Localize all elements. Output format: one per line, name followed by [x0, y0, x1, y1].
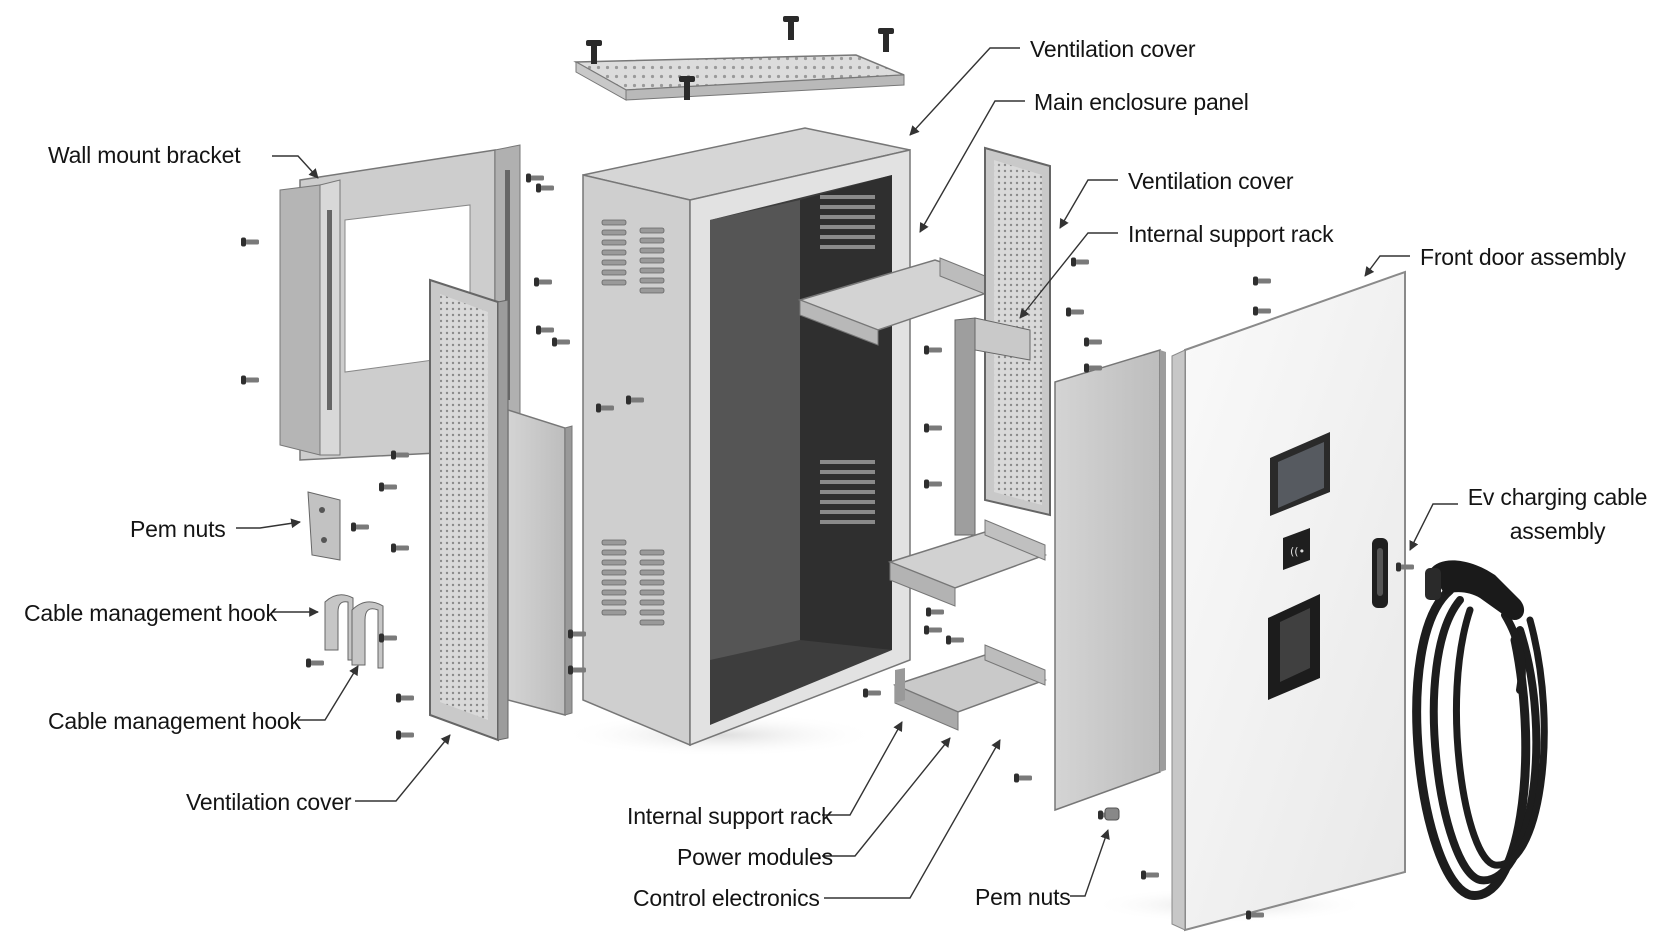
label-front-door-assembly: Front door assembly	[1420, 244, 1626, 270]
leader-lines	[236, 47, 1458, 899]
label-ventilation-cover-right: Ventilation cover	[1128, 168, 1294, 194]
label-ev-line1: Ev charging cable	[1467, 484, 1648, 510]
ev-connector	[1425, 560, 1525, 620]
label-ventilation-cover-left: Ventilation cover	[186, 789, 352, 815]
label-power-modules: Power modules	[677, 844, 833, 870]
svg-text:((•: ((•	[1290, 545, 1305, 558]
label-ev-charging-cable-assembly: Ev charging cable assembly	[1465, 480, 1650, 548]
side-plate-left	[507, 408, 573, 716]
right-side-plate	[1054, 348, 1166, 812]
label-control-electronics: Control electronics	[633, 885, 820, 911]
label-internal-support-rack-upper: Internal support rack	[1128, 221, 1334, 247]
label-ev-line2: assembly	[1509, 518, 1606, 544]
ev-charging-cable	[1412, 585, 1548, 900]
label-ventilation-cover-top: Ventilation cover	[1030, 36, 1196, 62]
label-main-enclosure-panel: Main enclosure panel	[1034, 89, 1249, 115]
front-door-assembly: ((•	[1171, 270, 1406, 932]
vertical-support-rail	[954, 317, 1031, 536]
cable-management-hooks	[324, 594, 384, 669]
label-cable-management-hook-2: Cable management hook	[48, 708, 301, 734]
door-handle	[1372, 538, 1388, 608]
label-wall-mount-bracket: Wall mount bracket	[48, 142, 241, 168]
pem-nut-bottom	[1104, 807, 1120, 821]
rfid-reader-icon: ((•	[1283, 528, 1310, 570]
screen-icon	[1270, 432, 1330, 516]
power-modules-tray	[887, 519, 1048, 607]
control-electronics-tray	[892, 644, 1048, 731]
label-pem-nuts-left: Pem nuts	[130, 516, 226, 542]
label-cable-management-hook-1: Cable management hook	[24, 600, 277, 626]
pem-nut-bracket	[307, 491, 341, 561]
left-ventilation-cover	[429, 278, 509, 742]
top-ventilation-cover	[573, 16, 905, 101]
label-pem-nuts-bottom: Pem nuts	[975, 884, 1071, 910]
main-enclosure	[582, 127, 911, 747]
charging-socket-icon	[1268, 594, 1320, 700]
label-internal-support-rack-lower: Internal support rack	[627, 803, 833, 829]
